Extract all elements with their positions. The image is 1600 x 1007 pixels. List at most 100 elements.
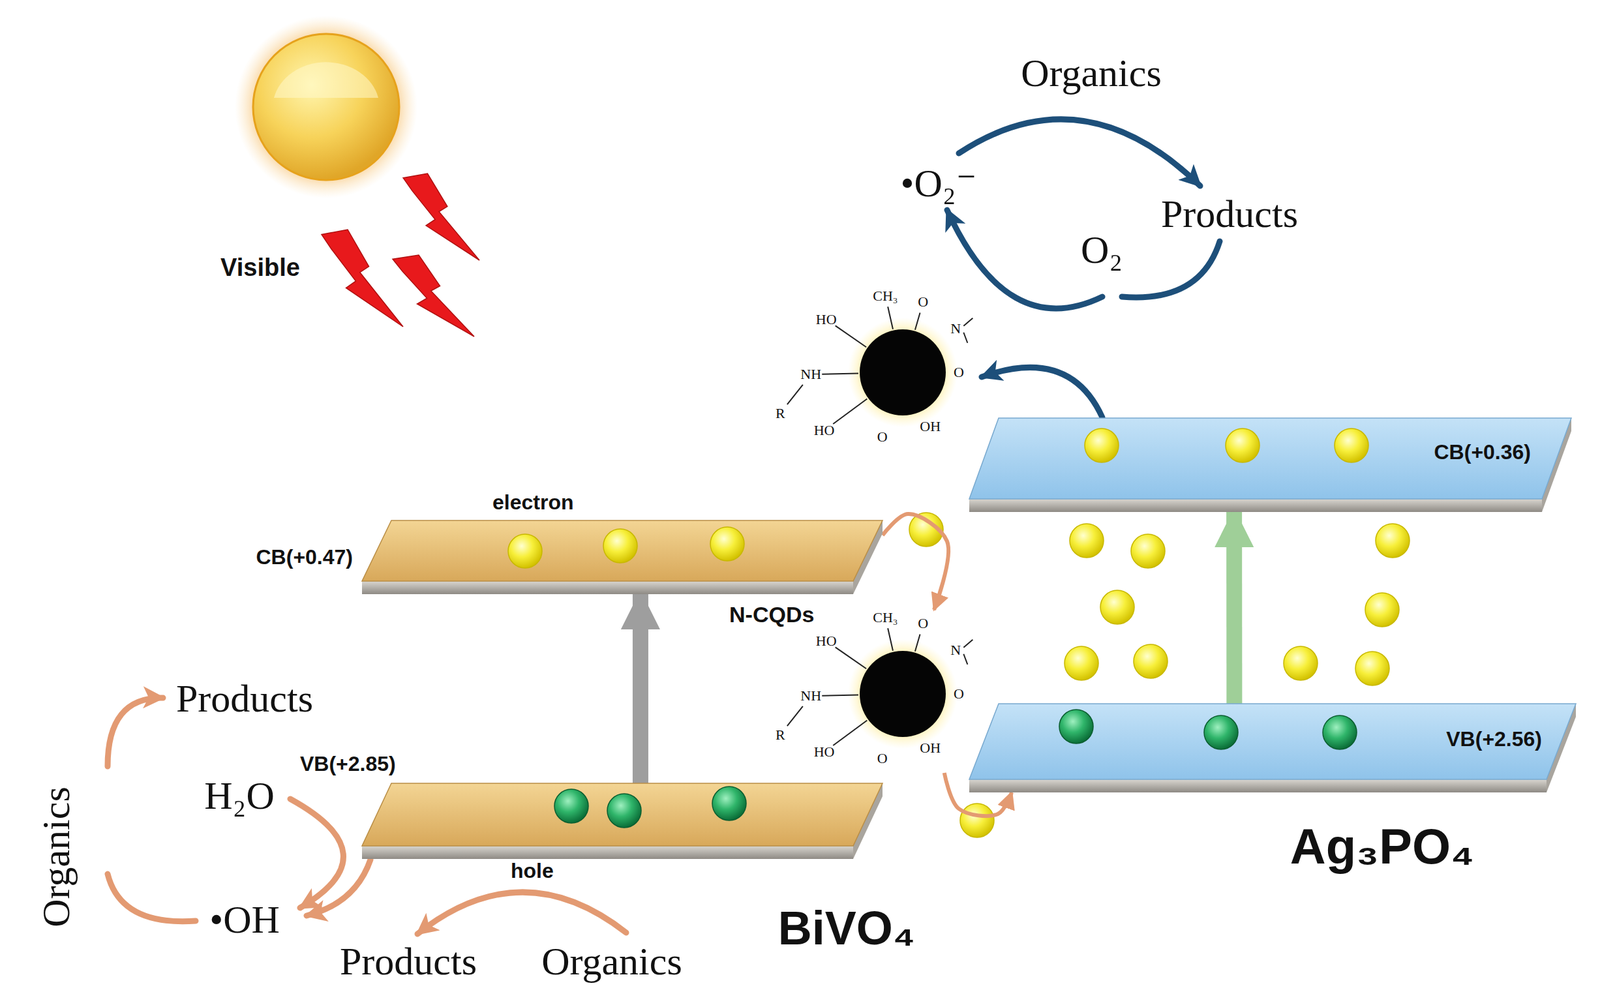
functional-group: CH₃ [872,288,898,304]
band-potential: VB(+2.85) [300,753,396,775]
plate-shape [362,783,883,860]
species-label: Organics [36,786,76,928]
electron-ball [1283,646,1318,681]
functional-group: O [877,429,888,445]
species-label: •OH [209,900,280,940]
chemical-bond [887,628,893,651]
methyl-stub [963,318,973,344]
reaction-arrow [958,119,1201,186]
functional-group: O [877,751,888,766]
lightning-bolt [392,255,475,337]
chemical-bond [887,306,893,329]
hole-ball [1059,709,1094,744]
methyl-stub [963,639,973,665]
excitation-arrow [1226,512,1242,704]
species-label: Visible [220,255,301,280]
species-label: Organics [1020,53,1162,93]
chemical-bond [787,706,803,726]
functional-group: NH [800,367,822,382]
electron-ball [1334,428,1369,463]
functional-group: N [950,321,961,336]
band-potential: VB(+2.56) [1446,728,1542,750]
electron-ball [1100,590,1135,625]
electron-ball [1084,428,1119,463]
electron-ball [1225,428,1260,463]
electron-ball [508,534,543,569]
electron-ball [1131,534,1165,569]
band-plate: CB(+0.47)electron [362,520,883,595]
plate-shape [362,520,883,595]
reaction-arrow [1121,241,1220,298]
functional-group: HO [814,423,835,438]
electron-ball [1225,428,1260,463]
lightning-bolt [403,173,480,261]
species-label: H₂O [204,776,275,816]
electron-ball [603,528,638,563]
functional-group: R [775,727,786,743]
plate-face [362,520,883,582]
species-label: Organics [541,941,683,982]
species-label: •O₂⁻ [900,163,978,203]
reaction-arrow [981,367,1103,418]
chemical-bond [835,325,867,348]
sun-highlight [273,61,379,98]
reaction-arrow [306,859,371,916]
band-plate: VB(+2.56) [969,703,1576,793]
plate-face [362,783,883,846]
functional-group: HO [815,312,837,327]
excitation-arrow [632,594,649,784]
chemical-bond [787,384,803,405]
functional-group: NH [800,688,822,704]
functional-group: OH [919,740,941,756]
functional-group: HO [815,633,837,649]
electron-ball [710,527,745,561]
sun-glow [234,15,418,199]
carrier-label: electron [492,491,574,513]
material-label: N-CQDs [729,603,815,626]
plate-edge [362,581,854,595]
electron-ball [1084,428,1119,463]
species-label: O₂ [1080,230,1123,270]
reaction-arrow [947,210,1103,309]
species-label: Ag₃PO₄ [1290,821,1475,872]
hole-ball [1204,715,1238,750]
plate-face [969,418,1572,499]
lightning-bolt [321,229,404,327]
band-plate: CB(+0.36) [969,418,1572,513]
reaction-arrow [107,697,164,767]
species-label: Products [176,679,314,719]
electron-ball [1069,523,1104,558]
chemical-bond [821,373,859,375]
chemical-bond [832,720,867,746]
species-label: BiVO₄ [778,904,916,952]
quantum-dot [859,650,946,738]
species-label: Products [339,941,477,982]
band-plate: VB(+2.85)hole [362,783,883,860]
chemical-bond [832,398,867,424]
electron-ball [1375,523,1410,558]
quantum-dot-shape [769,609,976,773]
quantum-dot [859,329,946,416]
electron-transfer-arrow [882,513,949,610]
reaction-arrow [290,799,344,908]
electron-ball [508,534,543,569]
plate-face [969,703,1576,780]
electron-ball [960,803,995,838]
functional-group: CH₃ [872,610,898,625]
quantum-dot-node: N-CQDs [769,609,976,773]
reaction-arrow [417,892,627,935]
electron-ball [603,528,638,563]
functional-group: O [953,686,965,702]
band-potential: CB(+0.36) [1434,441,1532,463]
functional-group: R [775,406,786,421]
electron-ball [1355,651,1390,686]
functional-group: O [917,616,929,631]
functional-group: O [917,294,929,310]
hole-ball [1322,715,1357,750]
functional-group: O [953,365,965,380]
functional-group: N [950,643,961,658]
plate-shape [969,418,1572,513]
electron-ball [710,527,745,561]
reaction-arrow [107,874,196,922]
